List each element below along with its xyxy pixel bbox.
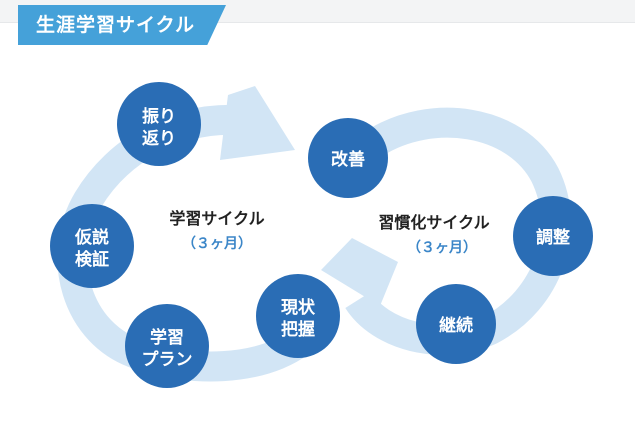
node-kaizen: 改善 xyxy=(308,118,388,198)
node-kasetsu-line2: 検証 xyxy=(75,249,109,270)
node-furikaeri-line2: 返り xyxy=(142,129,176,149)
node-keizoku-line1: 継続 xyxy=(439,315,473,336)
habit-cycle-arrowhead xyxy=(321,238,398,306)
section-title: 生涯学習サイクル xyxy=(36,14,196,36)
node-genjo-haaku: 現状 把握 xyxy=(256,274,340,358)
node-kaizen-line1: 改善 xyxy=(331,149,365,170)
learning-cycle-duration: （３ヶ月） xyxy=(182,236,252,252)
node-furikaeri-line1: 振り xyxy=(142,106,176,127)
node-gakushu-plan: 学習 プラン xyxy=(125,304,209,388)
node-genjo-line1: 現状 xyxy=(281,297,316,318)
node-keizoku: 継続 xyxy=(416,284,496,364)
node-kasetsu-line1: 仮説 xyxy=(74,227,109,248)
node-furikaeri: 振り 返り xyxy=(117,82,201,166)
node-kasetsu-kensho: 仮説 検証 xyxy=(50,204,134,288)
habit-cycle-duration: （３ヶ月） xyxy=(407,240,477,256)
habit-cycle-title: 習慣化サイクル xyxy=(378,213,489,232)
node-plan-line1: 学習 xyxy=(150,327,184,348)
header-tag xyxy=(18,5,226,45)
learning-cycle-title: 学習サイクル xyxy=(169,209,264,228)
node-chosei-line1: 調整 xyxy=(536,227,570,248)
node-chosei: 調整 xyxy=(513,196,593,276)
node-genjo-line2: 把握 xyxy=(281,319,315,340)
learning-cycle-arrowhead xyxy=(220,86,295,160)
node-plan-line2: プラン xyxy=(142,349,193,370)
